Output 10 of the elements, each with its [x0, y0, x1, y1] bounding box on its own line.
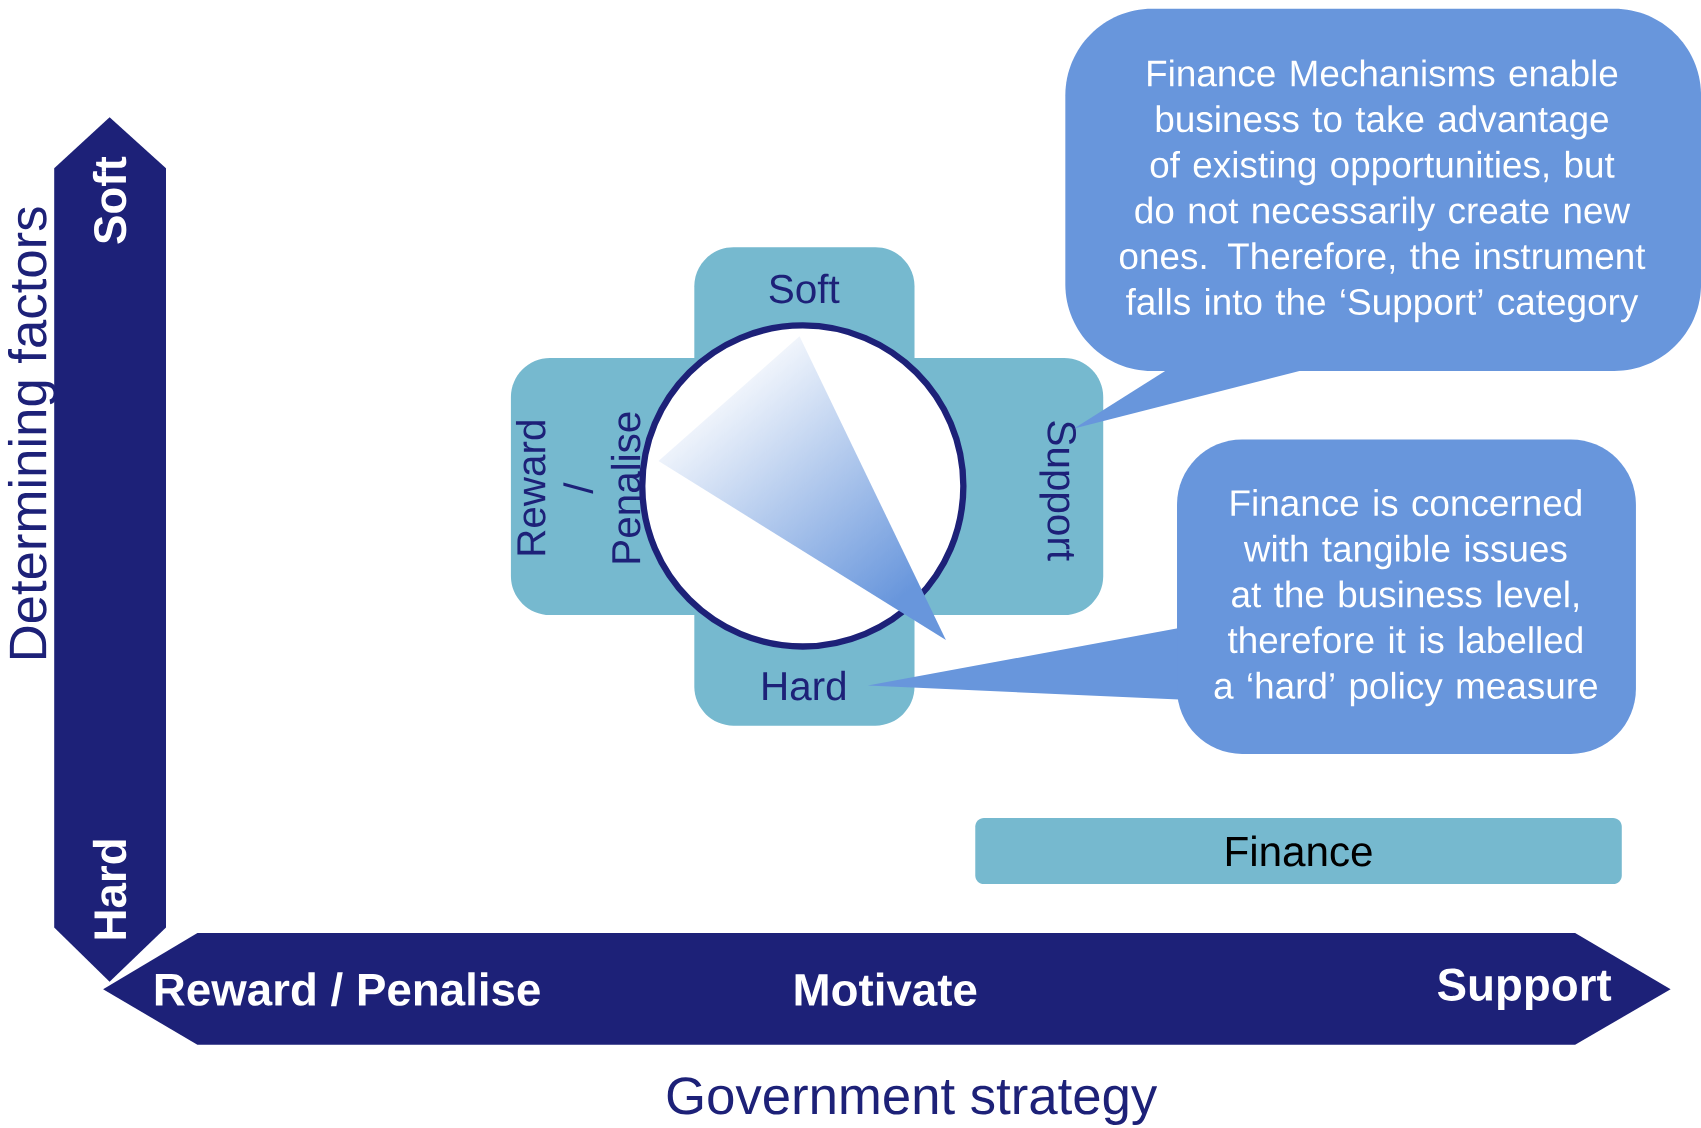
axis-end-label: Motivate: [795, 972, 977, 1006]
cross-label: Soft: [769, 273, 840, 304]
axis-title: Determining factors: [7, 207, 58, 658]
category-bar: Finance: [975, 817, 1622, 884]
axis-end-label: Support: [1437, 968, 1612, 1010]
axis-end-label: Soft: [92, 156, 127, 244]
cross-label: Hard: [763, 670, 845, 701]
axis-end-label: Reward / Penalise: [155, 972, 540, 1007]
axis-end-label: Hard: [92, 840, 127, 939]
cross-label: Reward / Penalise: [515, 412, 641, 563]
